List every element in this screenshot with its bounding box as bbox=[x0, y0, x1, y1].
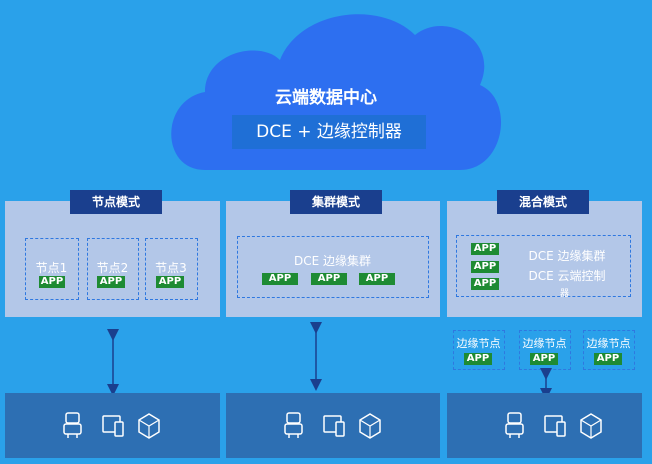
node-box: 节点1 APP bbox=[25, 238, 79, 300]
gateway-box-icon bbox=[359, 413, 381, 439]
edge-node-box: 边缘节点 APP bbox=[453, 330, 505, 370]
app-badge: APP bbox=[262, 273, 298, 285]
edge-cluster-label: DCE 边缘集群 bbox=[293, 254, 372, 268]
edge-node-box: 边缘节点 APP bbox=[583, 330, 635, 370]
app-badge: APP bbox=[311, 273, 347, 285]
edge-node-box: 边缘节点 APP bbox=[519, 330, 571, 370]
node-box: 节点3 APP bbox=[145, 238, 198, 300]
hybrid-cluster-line1: DCE 边缘集群 bbox=[528, 249, 606, 263]
robot-icon bbox=[284, 412, 303, 438]
app-badge: APP bbox=[471, 261, 499, 273]
tab-node-mode: 节点模式 bbox=[70, 190, 162, 214]
hybrid-controller-line3: 器 bbox=[559, 289, 569, 299]
edge-node-label: 边缘节点 bbox=[586, 337, 631, 350]
robot-icon bbox=[505, 412, 524, 438]
tab-cluster-mode: 集群模式 bbox=[290, 190, 382, 214]
node-label: 节点1 bbox=[35, 261, 68, 275]
tablet-phone-icon bbox=[102, 415, 124, 437]
node-label: 节点2 bbox=[96, 261, 129, 275]
gateway-box-icon bbox=[580, 413, 602, 439]
app-badge: APP bbox=[97, 276, 125, 288]
node-box: 节点2 APP bbox=[87, 238, 139, 300]
edge-node-label: 边缘节点 bbox=[522, 337, 567, 350]
app-badge: APP bbox=[464, 353, 492, 365]
app-badge: APP bbox=[471, 243, 499, 255]
hybrid-cluster-box: APP APP APP DCE 边缘集群 DCE 云端控制 器 bbox=[456, 235, 631, 299]
device-strip-node bbox=[5, 393, 220, 458]
hybrid-controller-line2: DCE 云端控制 bbox=[528, 269, 606, 283]
node-mode-panel bbox=[5, 201, 220, 317]
edge-cluster-box: DCE 边缘集群 APP APP APP bbox=[237, 236, 429, 298]
hybrid-mode-panel bbox=[447, 201, 642, 317]
app-badge: APP bbox=[530, 353, 558, 365]
device-strip-cluster bbox=[226, 393, 440, 458]
gateway-box-icon bbox=[138, 413, 160, 439]
app-badge: APP bbox=[471, 278, 499, 290]
tablet-phone-icon bbox=[323, 415, 345, 437]
app-badge: APP bbox=[156, 276, 184, 288]
node-label: 节点3 bbox=[155, 261, 187, 275]
robot-icon bbox=[63, 412, 82, 438]
edge-node-label: 边缘节点 bbox=[456, 337, 501, 350]
app-badge: APP bbox=[39, 276, 65, 288]
cloud-subtitle: DCE + 边缘控制器 bbox=[232, 115, 426, 149]
tablet-phone-icon bbox=[544, 415, 566, 437]
app-badge: APP bbox=[594, 353, 622, 365]
app-badge: APP bbox=[359, 273, 395, 285]
cloud-title: 云端数据中心 bbox=[275, 88, 377, 108]
tab-hybrid-mode: 混合模式 bbox=[497, 190, 589, 214]
